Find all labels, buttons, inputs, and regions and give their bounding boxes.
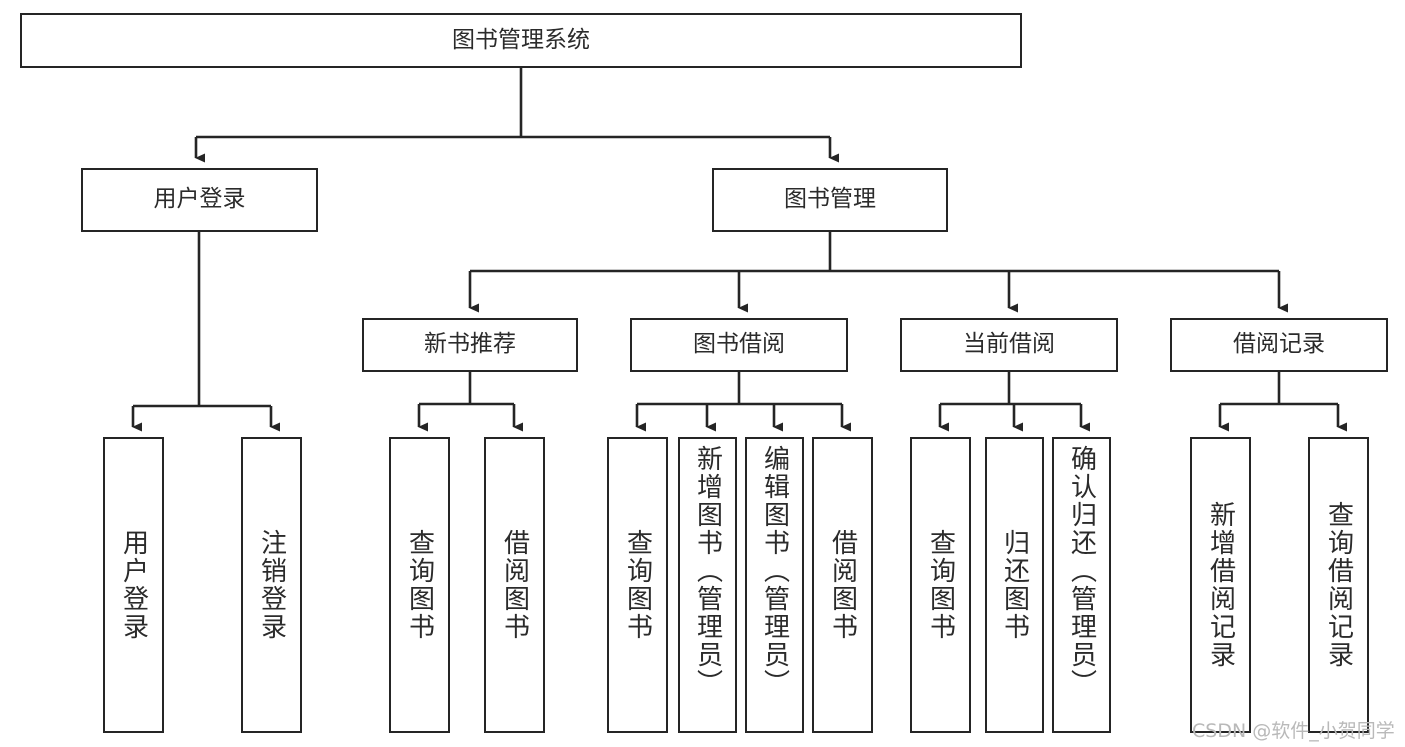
node-leaf-add-borrow-record[interactable]: 新增借阅记录 xyxy=(1190,437,1251,733)
node-leaf-query-borrow-record-label: 查询借阅记录 xyxy=(1323,501,1354,669)
node-leaf-add-book-admin-label: 新增图书（管理员） xyxy=(692,445,723,697)
node-leaf-return-book-label: 归还图书 xyxy=(999,529,1030,641)
node-new-book-recommend[interactable]: 新书推荐 xyxy=(362,318,578,372)
node-book-management-label: 图书管理 xyxy=(784,186,876,213)
node-leaf-confirm-return-admin[interactable]: 确认归还（管理员） xyxy=(1052,437,1111,733)
node-leaf-query-book-current-label: 查询图书 xyxy=(925,529,956,641)
node-leaf-query-book-borrow[interactable]: 查询图书 xyxy=(607,437,668,733)
node-current-borrow-label: 当前借阅 xyxy=(963,331,1055,358)
node-leaf-add-book-admin[interactable]: 新增图书（管理员） xyxy=(678,437,737,733)
node-borrow-record-label: 借阅记录 xyxy=(1233,331,1325,358)
node-leaf-user-login[interactable]: 用户登录 xyxy=(103,437,164,733)
node-leaf-borrow-book[interactable]: 借阅图书 xyxy=(812,437,873,733)
node-leaf-return-book[interactable]: 归还图书 xyxy=(985,437,1044,733)
node-leaf-borrow-book-rec[interactable]: 借阅图书 xyxy=(484,437,545,733)
node-leaf-borrow-book-label: 借阅图书 xyxy=(827,529,858,641)
node-user-login-label: 用户登录 xyxy=(153,186,246,213)
node-leaf-user-login-label: 用户登录 xyxy=(118,529,149,641)
node-leaf-edit-book-admin-label: 编辑图书（管理员） xyxy=(759,445,790,697)
node-leaf-borrow-book-rec-label: 借阅图书 xyxy=(499,529,530,641)
node-book-management[interactable]: 图书管理 xyxy=(712,168,948,232)
node-root-system-label: 图书管理系统 xyxy=(452,26,590,53)
node-leaf-query-book-current[interactable]: 查询图书 xyxy=(910,437,971,733)
node-current-borrow[interactable]: 当前借阅 xyxy=(900,318,1118,372)
node-leaf-logout[interactable]: 注销登录 xyxy=(241,437,302,733)
node-leaf-query-book-rec-label: 查询图书 xyxy=(404,529,435,641)
node-leaf-edit-book-admin[interactable]: 编辑图书（管理员） xyxy=(745,437,804,733)
node-root-system[interactable]: 图书管理系统 xyxy=(20,13,1022,68)
node-leaf-logout-label: 注销登录 xyxy=(256,529,287,641)
node-leaf-query-book-rec[interactable]: 查询图书 xyxy=(389,437,450,733)
node-book-borrow[interactable]: 图书借阅 xyxy=(630,318,848,372)
node-leaf-query-borrow-record[interactable]: 查询借阅记录 xyxy=(1308,437,1369,733)
node-book-borrow-label: 图书借阅 xyxy=(693,331,785,358)
csdn-watermark: CSDN @软件_小贺同学 xyxy=(1192,720,1395,742)
node-leaf-add-borrow-record-label: 新增借阅记录 xyxy=(1205,501,1236,669)
node-leaf-query-book-borrow-label: 查询图书 xyxy=(622,529,653,641)
node-leaf-confirm-return-admin-label: 确认归还（管理员） xyxy=(1066,445,1097,697)
node-borrow-record[interactable]: 借阅记录 xyxy=(1170,318,1388,372)
node-new-book-recommend-label: 新书推荐 xyxy=(424,331,516,358)
node-user-login[interactable]: 用户登录 xyxy=(81,168,318,232)
